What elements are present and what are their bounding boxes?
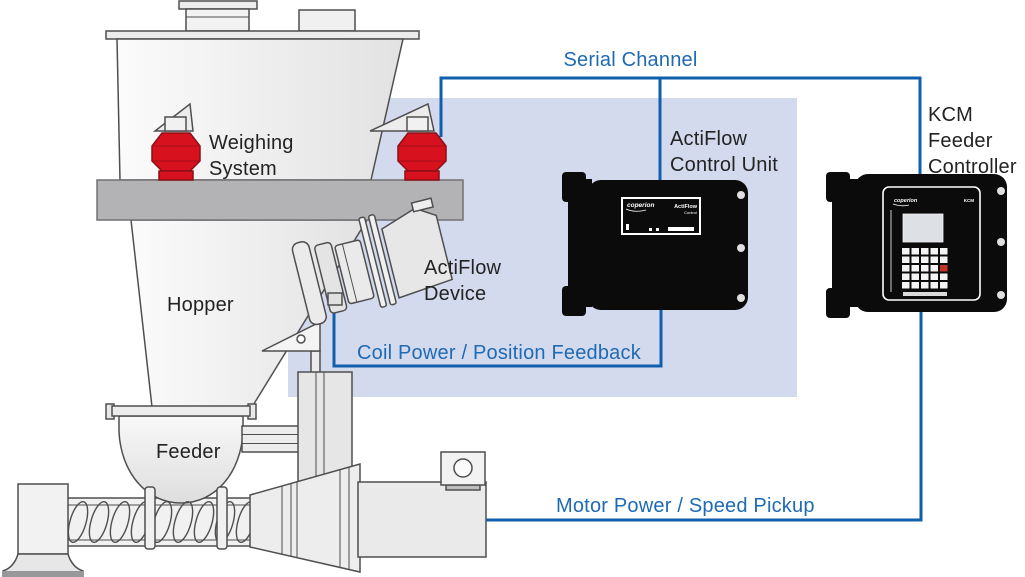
coil-power-line (332, 299, 663, 368)
bowl-flange (105, 403, 257, 420)
frame-rails (241, 425, 301, 453)
cu-sub-text: Control (684, 210, 697, 215)
discharge-tube (2, 483, 84, 577)
brand-swoosh-icon (892, 203, 910, 207)
kcm-controller-box: coperion KCM (826, 172, 1007, 318)
machine-drawing (2, 0, 487, 577)
coil-connector (327, 292, 343, 306)
kcm-panel-frame (882, 186, 981, 301)
kcm-red-key (940, 265, 948, 272)
kcm-keypad (902, 248, 948, 289)
hopper-graphic (105, 0, 420, 408)
cu-label-frame (621, 197, 701, 235)
kcm-bottom-strip (903, 292, 947, 296)
label-motor-power: Motor Power / Speed Pickup (556, 495, 815, 517)
screw-icon (737, 244, 745, 252)
serial-channel-line (439, 76, 922, 180)
label-actiflow-control-unit: ActiFlow Control Unit (670, 128, 778, 176)
drive-motor (357, 451, 487, 558)
label-hopper: Hopper (167, 294, 234, 316)
load-cell-left (151, 102, 201, 181)
load-cell-right (369, 102, 447, 181)
trough-plate-right (216, 486, 228, 550)
brand-swoosh-icon (625, 208, 647, 212)
connection-lines (332, 76, 923, 522)
cu-label-mark (626, 224, 629, 230)
label-feeder: Feeder (156, 441, 221, 463)
kcm-display (902, 213, 944, 243)
screw-icon (997, 187, 1005, 195)
screw-icon (997, 238, 1005, 246)
label-kcm-feeder-controller: KCM Feeder Controller (928, 104, 1017, 178)
weighing-platform (96, 179, 464, 221)
cu-label-mark (656, 228, 659, 231)
feeder-bowl (118, 415, 244, 504)
kcm-model-text: KCM (964, 198, 974, 203)
cu-label-mark (649, 228, 652, 231)
screw-icon (737, 294, 745, 302)
label-weighing-system: Weighing System (209, 132, 294, 180)
cu-product-text: ActiFlow (674, 204, 698, 210)
label-coil-power: Coil Power / Position Feedback (357, 342, 641, 364)
label-actiflow-device: ActiFlow Device (424, 257, 502, 305)
motor-power-line (486, 308, 923, 522)
cu-label-bar (668, 227, 694, 231)
screw-icon (737, 191, 745, 199)
kcm-brand-text: coperion (894, 198, 918, 204)
gear-coupling (249, 463, 361, 573)
screw-icon (997, 291, 1005, 299)
trough-plate-left (144, 486, 156, 550)
label-serial-channel: Serial Channel (563, 49, 698, 71)
cu-brand-text: coperion (627, 202, 654, 209)
actiflow-control-unit-box: coperion ActiFlow Control (562, 172, 748, 316)
